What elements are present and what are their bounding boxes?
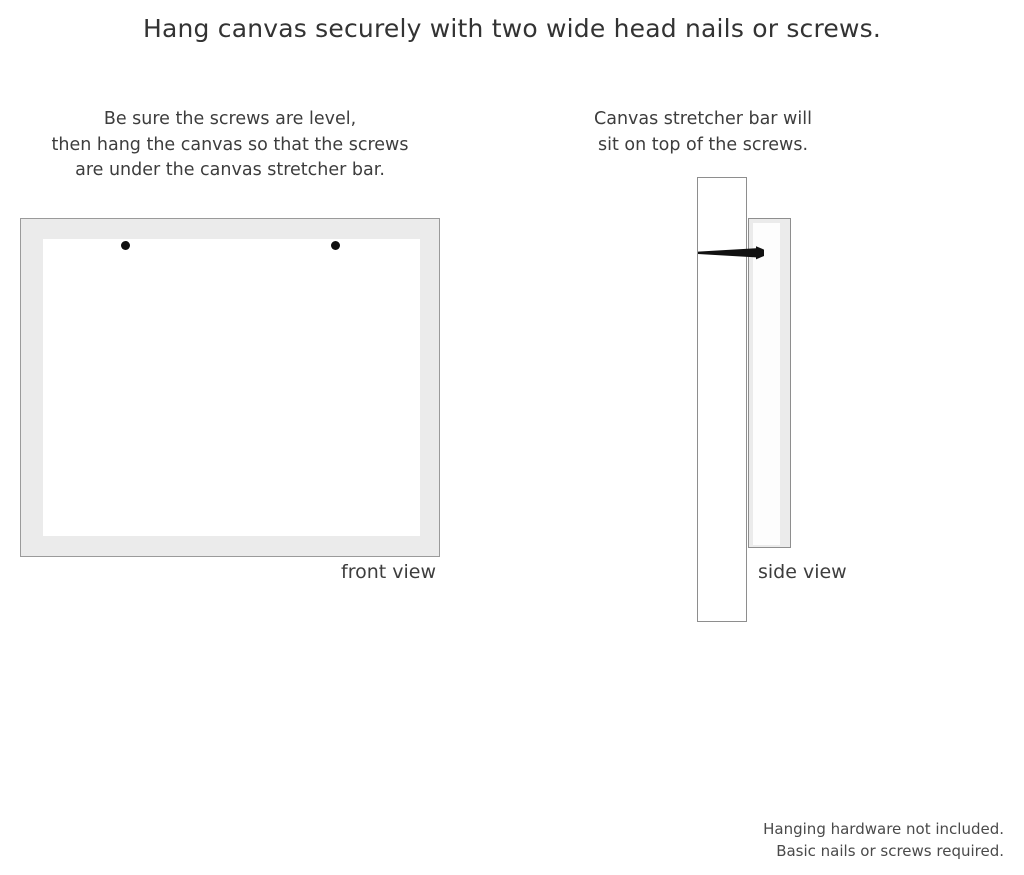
front-view-right-screw-icon [331,241,340,250]
canvas-face [43,239,420,536]
front-view-caption-line-2: then hang the canvas so that the screws [51,134,409,155]
side-view-caption: Canvas stretcher bar will sit on top of … [585,107,821,158]
page-title: Hang canvas securely with two wide head … [142,14,882,43]
side-view-caption-line-1: Canvas stretcher bar will [594,109,812,129]
side-view-label: side view [758,561,847,583]
front-view-label: front view [341,561,436,583]
front-view-caption-line-1: Be sure the screws are level, [103,109,357,129]
stretcher-bar-inner-face [753,223,780,545]
footer-note-line-1: Hanging hardware not included. [763,820,1004,838]
front-view-caption-line-3: are under the canvas stretcher bar. [75,160,385,180]
footer-note: Hanging hardware not included. Basic nai… [724,818,1004,862]
front-view-diagram [20,218,440,557]
canvas-stretcher-bar [748,218,791,548]
front-view-left-screw-icon [121,241,130,250]
footer-note-line-2: Basic nails or screws required. [776,842,1004,860]
side-view-diagram [697,177,847,623]
front-view-caption: Be sure the screws are level, then hang … [20,107,440,184]
side-view-caption-line-2: sit on top of the screws. [597,134,809,155]
side-view-screw-icon [698,246,764,260]
